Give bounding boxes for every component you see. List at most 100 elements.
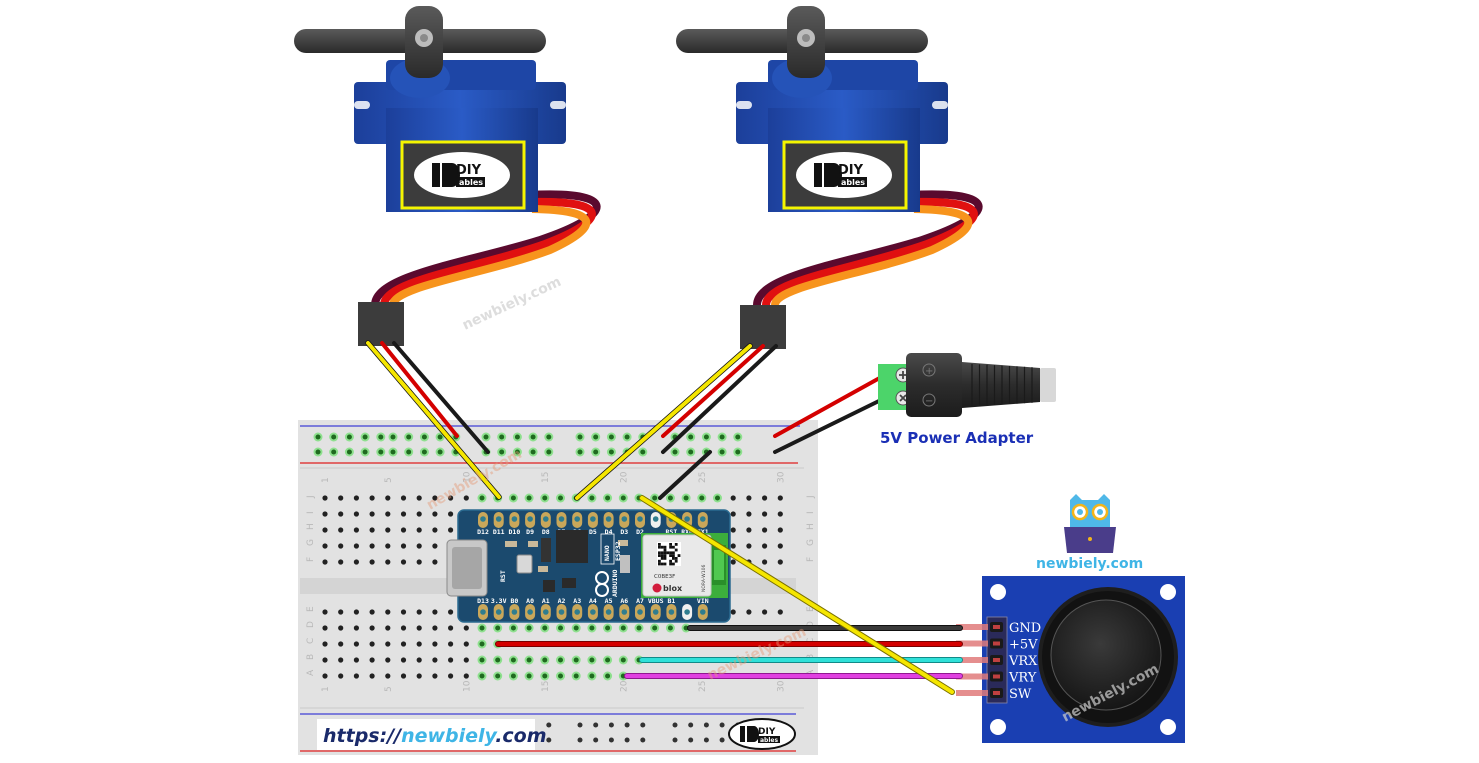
breadboard-hole[interactable] [369,673,375,679]
breadboard-hole[interactable] [416,559,422,565]
breadboard-hole[interactable] [369,543,375,549]
breadboard-hole[interactable] [416,641,422,647]
breadboard-hole[interactable] [400,641,407,647]
breadboard-hole[interactable] [448,641,454,647]
breadboard-hole[interactable] [463,657,469,663]
breadboard-hole[interactable] [416,625,422,631]
breadboard-hole[interactable] [369,495,375,501]
breadboard-hole[interactable] [400,527,407,533]
breadboard-hole[interactable] [369,511,375,517]
breadboard-hole[interactable] [338,527,344,533]
breadboard-hole[interactable] [730,511,736,517]
breadboard-hole[interactable] [777,559,783,565]
breadboard-hole[interactable] [353,543,359,549]
breadboard-hole[interactable] [338,657,344,663]
breadboard-hole[interactable] [448,511,454,517]
breadboard-hole[interactable] [432,657,438,663]
breadboard-hole[interactable] [730,559,736,565]
breadboard-hole[interactable] [385,609,391,615]
breadboard-hole[interactable] [353,559,359,565]
breadboard-hole[interactable] [416,543,422,549]
breadboard-hole[interactable] [432,511,438,517]
breadboard-hole[interactable] [353,495,359,501]
breadboard-hole[interactable] [762,609,768,615]
breadboard-hole[interactable] [416,527,422,533]
breadboard-hole[interactable] [432,543,438,549]
breadboard-hole[interactable] [338,511,344,517]
breadboard-hole[interactable] [322,625,328,631]
rail-hole[interactable] [703,722,709,728]
breadboard-hole[interactable] [385,543,391,549]
breadboard-hole[interactable] [762,559,768,565]
breadboard-hole[interactable] [369,559,375,565]
breadboard-hole[interactable] [746,609,752,615]
breadboard-hole[interactable] [730,543,736,549]
breadboard-hole[interactable] [448,673,454,679]
breadboard-hole[interactable] [777,543,783,549]
rail-hole[interactable] [688,737,694,743]
breadboard-hole[interactable] [353,673,359,679]
breadboard-hole[interactable] [762,511,768,517]
breadboard-hole[interactable] [338,559,344,565]
breadboard-hole[interactable] [385,559,391,565]
breadboard-hole[interactable] [416,673,422,679]
breadboard-hole[interactable] [385,495,391,501]
breadboard-hole[interactable] [353,511,359,517]
breadboard-hole[interactable] [322,543,328,549]
breadboard-hole[interactable] [400,657,407,663]
breadboard-hole[interactable] [448,657,454,663]
breadboard-hole[interactable] [777,511,783,517]
breadboard-hole[interactable] [338,609,344,615]
breadboard-hole[interactable] [353,657,359,663]
breadboard-hole[interactable] [416,657,422,663]
breadboard-hole[interactable] [338,495,344,501]
breadboard-hole[interactable] [400,511,407,517]
breadboard-hole[interactable] [322,673,328,679]
breadboard-hole[interactable] [385,527,391,533]
breadboard-hole[interactable] [322,657,328,663]
rail-hole[interactable] [546,737,552,743]
breadboard-hole[interactable] [400,559,407,565]
rail-hole[interactable] [703,737,709,743]
breadboard-hole[interactable] [385,625,391,631]
rail-hole[interactable] [624,737,630,743]
breadboard-hole[interactable] [463,625,469,631]
breadboard-hole[interactable] [369,641,375,647]
rail-hole[interactable] [624,722,630,728]
breadboard-hole[interactable] [432,527,438,533]
rail-hole[interactable] [672,722,678,728]
joystick-knob[interactable] [1050,599,1162,711]
breadboard-hole[interactable] [432,625,438,631]
breadboard-hole[interactable] [322,559,328,565]
breadboard-hole[interactable] [746,527,752,533]
breadboard-hole[interactable] [777,495,783,501]
rail-hole[interactable] [672,737,678,743]
breadboard-hole[interactable] [432,559,438,565]
breadboard-hole[interactable] [463,641,469,647]
breadboard-hole[interactable] [730,527,736,533]
breadboard-hole[interactable] [353,527,359,533]
breadboard-hole[interactable] [777,527,783,533]
breadboard-hole[interactable] [463,673,469,679]
breadboard-hole[interactable] [322,527,328,533]
breadboard-hole[interactable] [730,609,736,615]
breadboard-hole[interactable] [400,495,407,501]
rail-hole[interactable] [719,737,725,743]
breadboard-hole[interactable] [353,609,359,615]
rail-hole[interactable] [608,737,614,743]
breadboard-hole[interactable] [762,495,768,501]
breadboard-hole[interactable] [448,495,454,501]
breadboard-hole[interactable] [463,495,469,501]
rail-hole[interactable] [546,722,552,728]
breadboard-hole[interactable] [746,495,752,501]
rail-hole[interactable] [719,722,725,728]
rail-hole[interactable] [640,722,646,728]
rail-hole[interactable] [640,737,646,743]
breadboard-hole[interactable] [400,609,407,615]
breadboard-hole[interactable] [416,495,422,501]
rail-hole[interactable] [608,722,614,728]
breadboard-hole[interactable] [400,673,407,679]
breadboard-hole[interactable] [385,511,391,517]
breadboard-hole[interactable] [432,673,438,679]
breadboard-hole[interactable] [777,609,783,615]
